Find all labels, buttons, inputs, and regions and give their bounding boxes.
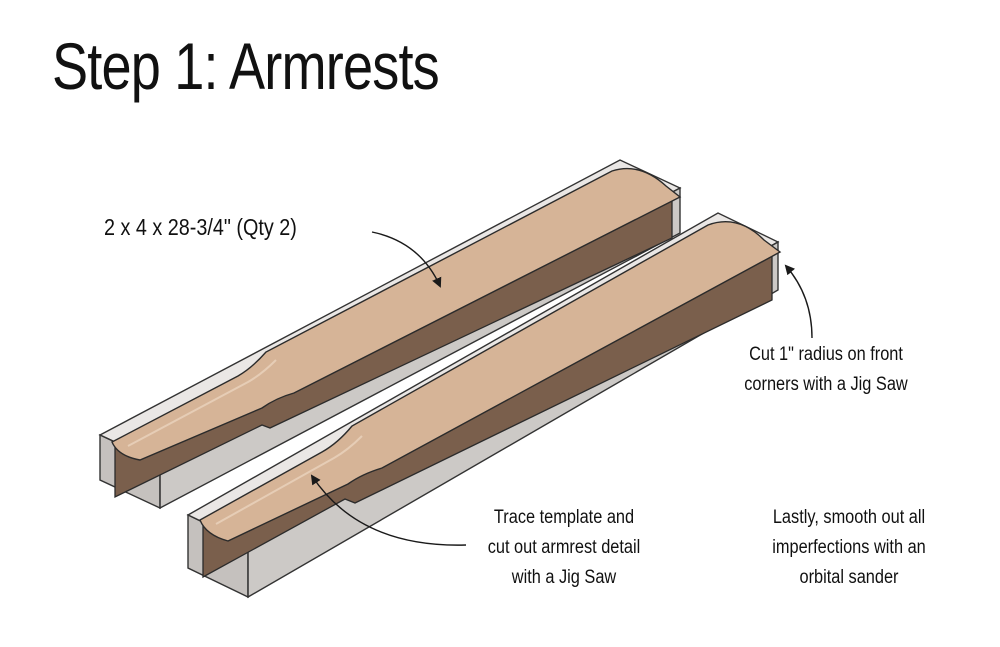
trace-note-line: with a Jig Saw (511, 567, 617, 588)
dimension-arrow (371, 231, 442, 288)
trace-arrow (310, 474, 467, 546)
armrest-back (98, 159, 682, 510)
trace-note: Trace template and cut out armrest detai… (469, 503, 660, 593)
armrest-top-highlight (215, 435, 363, 525)
sand-note-line: Lastly, smooth out all (772, 507, 926, 528)
radius-note: Cut 1" radius on front corners with a Ji… (731, 340, 920, 400)
radius-note-line: corners with a Jig Saw (744, 374, 908, 395)
trace-note-line: cut out armrest detail (487, 537, 641, 558)
trace-note-line: Trace template and (493, 507, 635, 528)
sand-note: Lastly, smooth out all imperfections wit… (754, 503, 945, 593)
radius-note-line: Cut 1" radius on front (749, 344, 903, 365)
armrest-top-face (199, 221, 782, 542)
sand-note-line: imperfections with an (772, 537, 926, 558)
page-title: Step 1: Armrests (52, 29, 440, 103)
sand-note-line: orbital sander (799, 567, 899, 588)
armrest-top-face (111, 167, 682, 461)
dimension-label: 2 x 4 x 28-3/4" (Qty 2) (104, 214, 297, 240)
armrest-top-highlight (127, 359, 277, 447)
radius-arrow (784, 264, 813, 339)
armrest-front (186, 212, 782, 599)
